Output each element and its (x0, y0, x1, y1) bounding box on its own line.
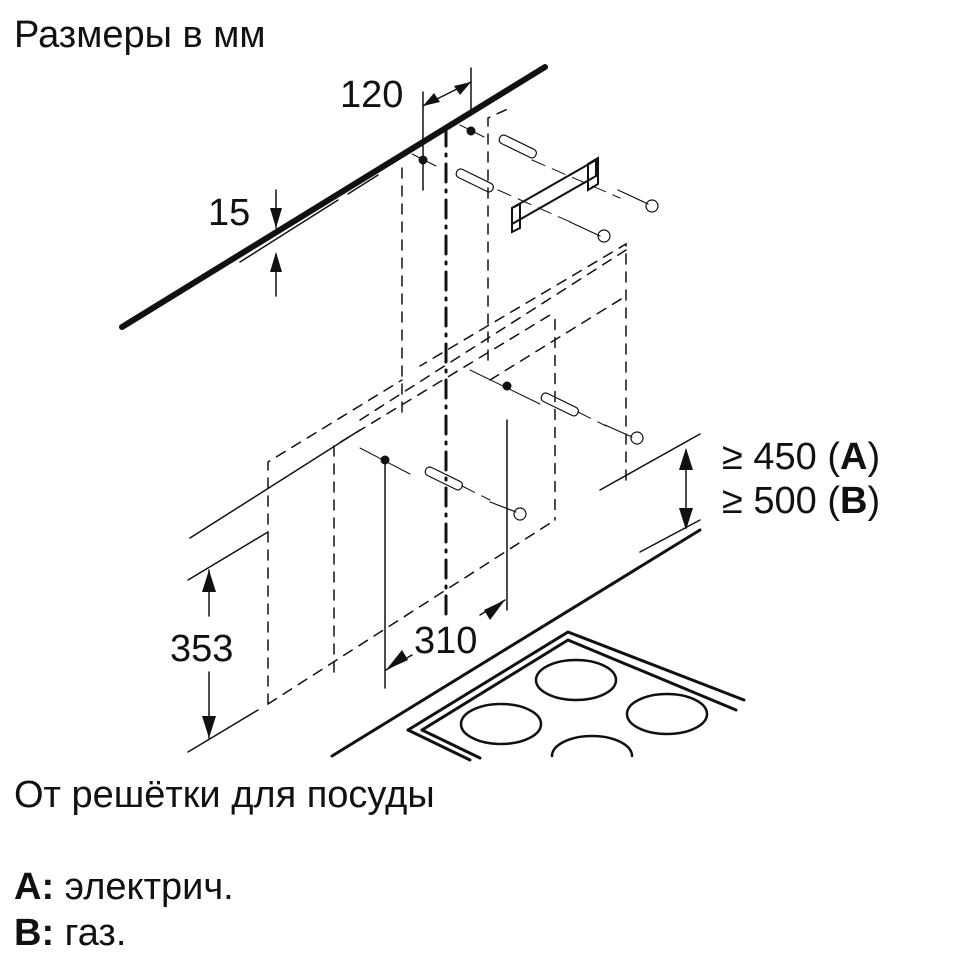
clearance-a-letter: A (840, 436, 868, 478)
dimension-15: 15 (208, 192, 251, 234)
page-title: Размеры в мм (14, 14, 266, 56)
legend-item-a: A: электрич. (14, 868, 234, 906)
legend-value: электрич. (64, 866, 234, 908)
clearance-a-value: ≥ 450 ( (722, 436, 841, 478)
dimension-120: 120 (340, 74, 404, 116)
legend-item-b: B: газ. (14, 914, 126, 952)
clearance-a: ≥ 450 (A) (722, 438, 880, 476)
clearance-b: ≥ 500 (B) (722, 482, 880, 520)
paren: ) (867, 436, 881, 478)
legend-value: газ. (64, 912, 127, 954)
clearance-b-value: ≥ 500 ( (722, 480, 841, 522)
reference-note: От решётки для посуды (14, 774, 435, 816)
paren: ) (867, 480, 881, 522)
legend-key: B: (14, 912, 55, 954)
legend-key: A: (14, 866, 55, 908)
clearance-b-letter: B (840, 480, 868, 522)
dimension-310: 310 (414, 620, 478, 662)
dimension-353: 353 (170, 628, 234, 670)
ceiling-line (119, 64, 548, 330)
